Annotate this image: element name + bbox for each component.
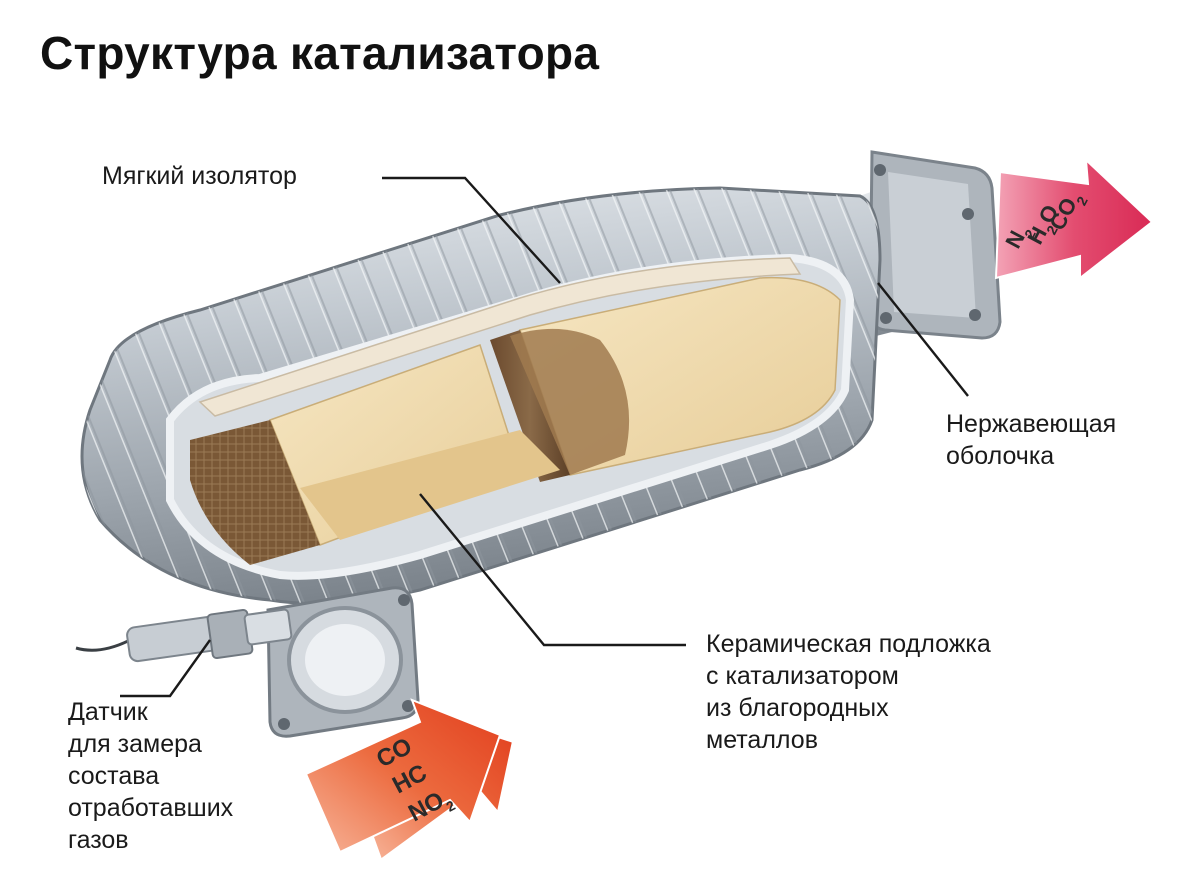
inlet-flange <box>266 586 420 738</box>
leader-line-sensor <box>120 639 211 698</box>
label-ceramic-line-1: Керамическая подложка <box>706 630 991 658</box>
leader-line-insulator <box>382 176 561 284</box>
ceramic-block-rear <box>490 276 841 482</box>
label-sensor-line-3: состава <box>68 762 160 790</box>
leader-line-shell <box>877 282 969 397</box>
leader-lines <box>120 176 969 698</box>
label-ceramic-line-3: из благородных <box>706 694 889 722</box>
soft-insulator <box>198 257 802 417</box>
leader-line-ceramic <box>419 493 686 647</box>
label-sensor-line-1: Датчик <box>68 698 148 726</box>
label-ceramic-line-4: металлов <box>706 726 818 754</box>
outlet-flange <box>868 150 1002 340</box>
page-title: Структура катализатора <box>40 27 600 79</box>
label-soft-insulator: Мягкий изолятор <box>102 160 297 192</box>
label-ceramic-substrate: Керамическая подложка с катализатором из… <box>706 628 991 756</box>
label-sensor-line-4: отработавших <box>68 794 234 822</box>
label-sensor-line-5: газов <box>68 826 129 854</box>
label-ceramic-line-2: с катализатором <box>706 662 899 690</box>
label-shell-line-1: Нержавеющая <box>946 410 1117 438</box>
label-oxygen-sensor: Датчик для замера состава отработавших г… <box>68 696 233 856</box>
outlet-gas-arrow <box>994 157 1154 281</box>
label-shell-line-2: оболочка <box>946 442 1055 470</box>
label-soft-insulator-text: Мягкий изолятор <box>102 162 297 190</box>
ceramic-block-front <box>190 344 560 565</box>
label-stainless-shell: Нержавеющая оболочка <box>946 408 1116 472</box>
inlet-gas-arrow <box>304 698 512 859</box>
label-sensor-line-2: для замера <box>68 730 202 758</box>
oxygen-sensor <box>75 608 293 663</box>
